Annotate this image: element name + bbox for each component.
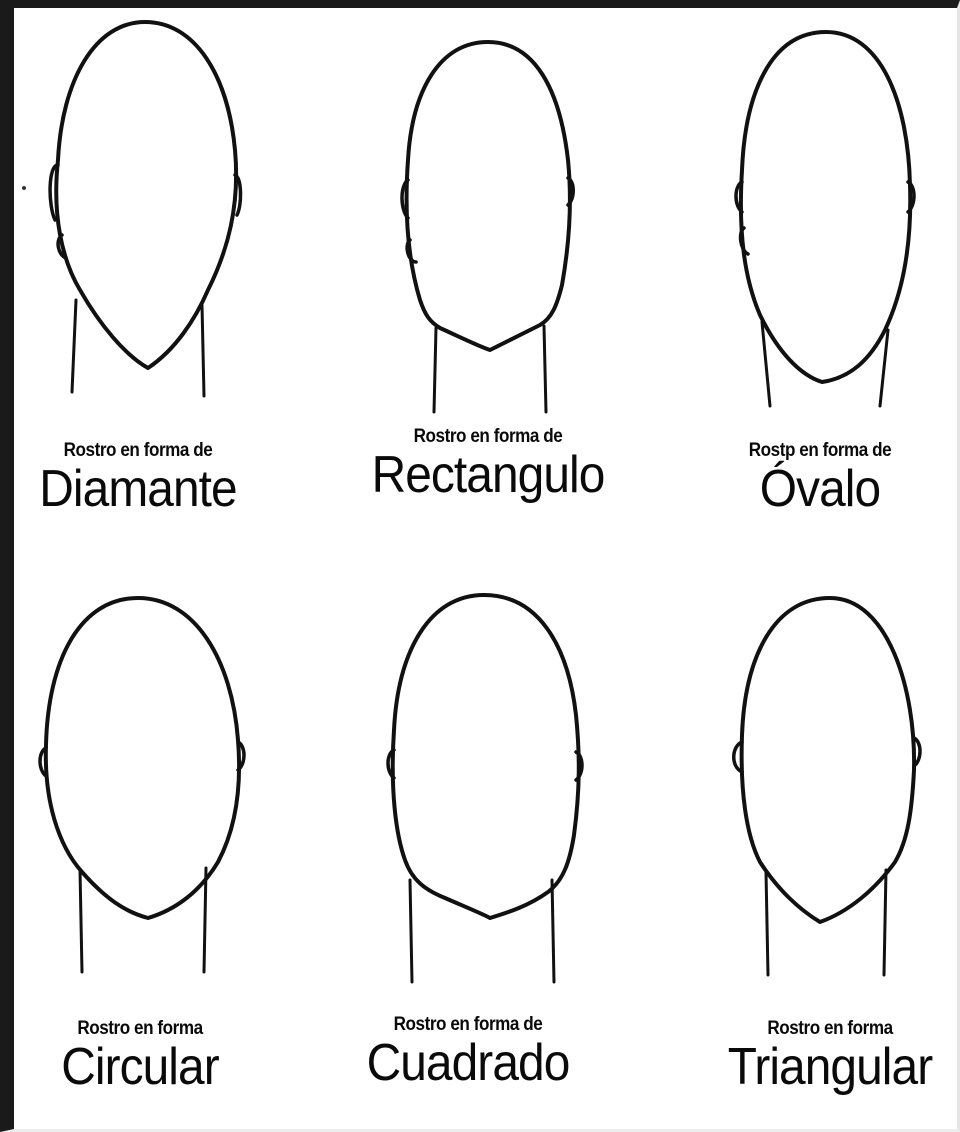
face-outline-ovalo [736,32,914,406]
face-label-rectangulo: Rostro en forma de Rectangulo [361,426,614,503]
face-outline-triangular [734,598,920,975]
face-prefix: Rostro en forma de [369,1014,567,1036]
face-outline-diamante [50,22,240,396]
face-label-ovalo: Rostp en forma de Óvalo [741,440,899,517]
face-label-triangular: Rostro en forma Triangular [719,1018,941,1095]
face-label-cuadrado: Rostro en forma de Cuadrado [358,1014,578,1091]
face-prefix: Rostro en forma de [41,440,234,462]
face-label-circular: Rostro en forma Circular [54,1018,225,1095]
face-prefix: Rostro en forma de [374,426,602,448]
face-outline-circular [40,598,244,972]
face-outline-rectangulo [402,42,573,412]
face-prefix: Rostro en forma [63,1018,217,1040]
face-name: Triangular [728,1040,932,1095]
face-name: Cuadrado [367,1036,570,1091]
face-outline-cuadrado [388,595,582,982]
face-label-diamante: Rostro en forma de Diamante [31,440,246,517]
face-name: Óvalo [747,462,893,517]
face-name: Circular [61,1040,218,1095]
face-prefix: Rostp en forma de [749,440,891,462]
face-name: Diamante [39,462,236,517]
face-name: Rectangulo [372,448,605,503]
face-prefix: Rostro en forma [730,1018,930,1040]
